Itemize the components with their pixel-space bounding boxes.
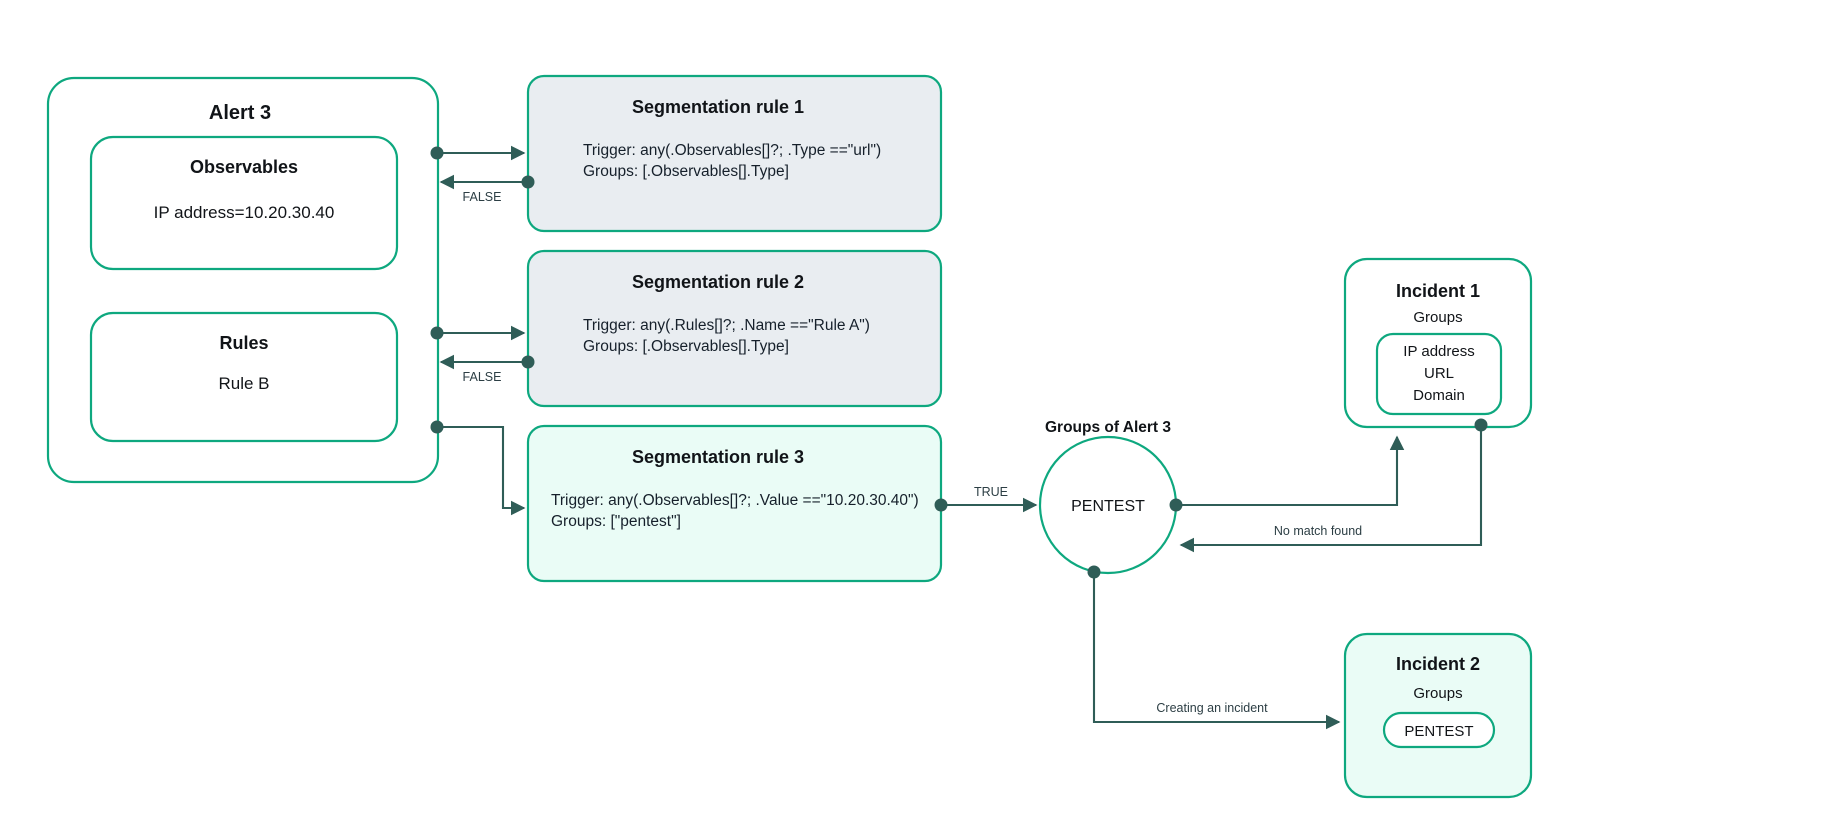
edge-incident-1-no-match: No match found	[1179, 418, 1488, 553]
segmentation-rule-2-box	[526, 249, 943, 408]
segmentation-rule-2-trigger: Trigger: any(.Rules[]?; .Name =="Rule A"…	[583, 317, 870, 334]
edge-source-dot	[934, 498, 948, 512]
segmentation-rule-3-groups: Groups: ["pentest"]	[551, 513, 681, 530]
incident-1-title: Incident 1	[1396, 281, 1480, 301]
edge-groups-to-incident-2: Creating an incident	[1087, 565, 1341, 730]
groups-of-alert-3-caption: Groups of Alert 3	[1045, 419, 1171, 436]
segmentation-rule-2-card[interactable]: Segmentation rule 2 Trigger: any(.Rules[…	[526, 249, 943, 408]
incident-2-subtitle: Groups	[1413, 685, 1462, 702]
segmentation-rule-1-card[interactable]: Segmentation rule 1 Trigger: any(.Observ…	[526, 74, 943, 233]
rules-title: Rules	[219, 333, 268, 353]
edge-source-dot	[430, 326, 444, 340]
groups-of-alert-3-value: PENTEST	[1071, 498, 1145, 515]
edge-rule-2-false-back: FALSE	[439, 354, 535, 384]
incident-1-group-item: Domain	[1413, 387, 1465, 404]
edge-source-dot	[1169, 498, 1183, 512]
edge-rule-3-true: TRUE	[934, 485, 1038, 513]
segmentation-rule-2-title: Segmentation rule 2	[632, 272, 804, 292]
incident-2-badge-pill	[1382, 711, 1496, 749]
segmentation-rule-1-box	[526, 74, 943, 233]
edge-groups-to-incident-1	[1169, 435, 1405, 512]
observables-value: IP address=10.20.30.40	[154, 203, 335, 222]
groups-of-alert-3-node[interactable]: Groups of Alert 3 PENTEST	[1038, 419, 1178, 575]
edge-source-dot	[521, 355, 535, 369]
edge-source-dot	[1087, 565, 1101, 579]
edge-alert-to-rule-1	[430, 145, 526, 161]
edge-source-dot	[430, 146, 444, 160]
observables-box	[89, 135, 399, 271]
edge-rule-1-false-back: FALSE	[439, 174, 535, 204]
incident-1-groups-box	[1375, 332, 1503, 416]
incident-2-badge-label: PENTEST	[1404, 723, 1473, 740]
edge-source-dot	[1474, 418, 1488, 432]
incident-1-card[interactable]: Incident 1 Groups IP address URL Domain	[1343, 257, 1533, 429]
edge-label-true-3: TRUE	[974, 485, 1008, 499]
segmentation-rule-3-card[interactable]: Segmentation rule 3 Trigger: any(.Observ…	[526, 424, 943, 583]
segmentation-rule-1-groups: Groups: [.Observables[].Type]	[583, 163, 789, 180]
edge-label-no-match: No match found	[1274, 524, 1362, 538]
segmentation-rule-1-trigger: Trigger: any(.Observables[]?; .Type =="u…	[583, 142, 881, 159]
segmentation-rule-3-trigger: Trigger: any(.Observables[]?; .Value =="…	[551, 492, 919, 509]
incident-2-badge: PENTEST	[1382, 711, 1496, 749]
incident-1-groups-card: IP address URL Domain	[1375, 332, 1503, 416]
edge-line-lookup-incident-1	[1182, 435, 1405, 507]
rules-card[interactable]: Rules Rule B	[89, 311, 399, 443]
edge-source-dot	[430, 420, 444, 434]
edge-label-false-1: FALSE	[463, 190, 502, 204]
segmentation-rule-3-title: Segmentation rule 3	[632, 447, 804, 467]
observables-title: Observables	[190, 157, 298, 177]
incident-1-group-item: URL	[1424, 365, 1454, 382]
edge-line-to-rule-3	[443, 425, 526, 516]
edge-alert-to-rule-3	[430, 420, 526, 516]
incident-1-group-item: IP address	[1403, 343, 1474, 360]
edge-label-false-2: FALSE	[463, 370, 502, 384]
alert-3-title: Alert 3	[209, 102, 271, 124]
rules-box	[89, 311, 399, 443]
segmentation-rule-2-groups: Groups: [.Observables[].Type]	[583, 338, 789, 355]
edge-line-no-match	[1179, 431, 1483, 553]
edge-alert-to-rule-2	[430, 325, 526, 341]
incident-2-card[interactable]: Incident 2 Groups PENTEST	[1343, 632, 1533, 799]
edge-line-creating-incident	[1092, 578, 1341, 730]
incident-2-title: Incident 2	[1396, 654, 1480, 674]
segmentation-rule-1-title: Segmentation rule 1	[632, 97, 804, 117]
rules-value: Rule B	[218, 374, 269, 393]
incident-1-subtitle: Groups	[1413, 309, 1462, 326]
observables-card[interactable]: Observables IP address=10.20.30.40	[89, 135, 399, 271]
alert-3-container[interactable]: Alert 3 Observables IP address=10.20.30.…	[46, 76, 440, 484]
edge-source-dot	[521, 175, 535, 189]
edge-label-creating-incident: Creating an incident	[1156, 701, 1268, 715]
